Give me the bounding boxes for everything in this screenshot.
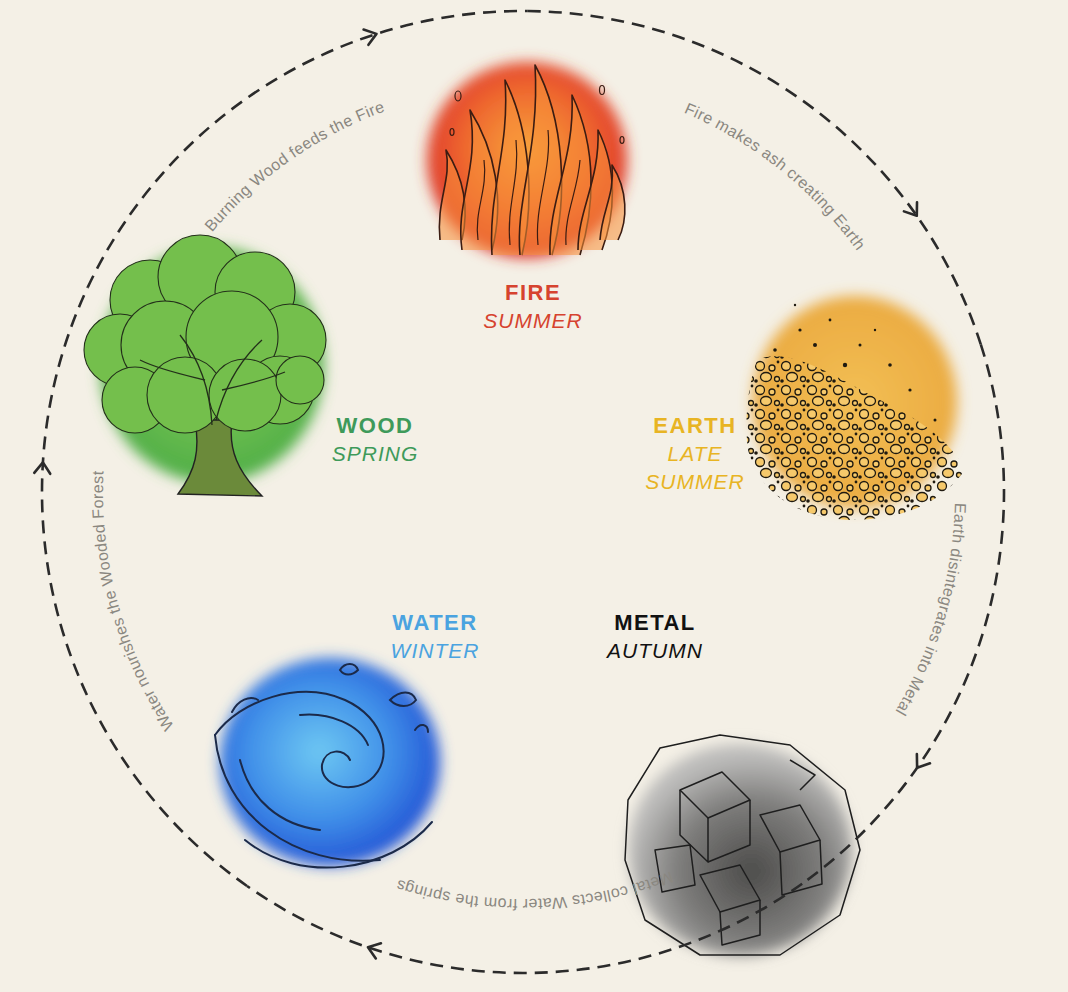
element-node: WATERWINTER: [200, 605, 495, 880]
element-name: FIRE: [483, 279, 582, 307]
edge-label: Fire makes ash creating Earth: [682, 100, 868, 254]
element-label: WATERWINTER: [391, 609, 480, 665]
edge-label: Water nourishes the Wooded Forest: [89, 470, 177, 734]
dashed-arc: [88, 11, 528, 287]
fire-illustration: [427, 62, 627, 258]
dashed-arc: [802, 344, 1004, 883]
edge-label: Burning Wood feeds the Fire: [201, 98, 386, 235]
arrow-head: [917, 754, 930, 768]
element-name: METAL: [607, 609, 703, 637]
cycle-arrow: [802, 344, 1004, 883]
season-name: LATE SUMMER: [635, 440, 755, 496]
dashed-arc: [528, 11, 981, 344]
earth-illustration: [740, 296, 970, 525]
element-label: METALAUTUMN: [607, 609, 703, 665]
arrow-head: [368, 943, 381, 958]
metal-illustration: [625, 735, 860, 956]
element-node: EARTHLATE SUMMER: [631, 285, 970, 520]
element-label: FIRESUMMER: [483, 279, 582, 335]
cycle-arrow: [34, 287, 247, 886]
element-label: WOODSPRING: [332, 412, 419, 468]
season-name: SPRING: [332, 440, 419, 468]
water-illustration: [215, 658, 440, 868]
edge-label: Metal collects Water from the springs: [394, 869, 676, 913]
edge-label: Earth disintegrates into Metal: [892, 503, 969, 719]
cycle-arrow: [528, 11, 981, 344]
element-name: WOOD: [332, 412, 419, 440]
season-name: AUTUMN: [607, 637, 703, 665]
element-name: EARTH: [635, 412, 755, 440]
element-label: EARTHLATE SUMMER: [635, 412, 755, 496]
arrow-head: [364, 30, 377, 45]
arrow-head: [34, 462, 50, 473]
element-node: METALAUTUMN: [595, 605, 870, 967]
element-name: WATER: [391, 609, 480, 637]
dashed-arc: [42, 287, 247, 886]
wood-illustration: [84, 235, 326, 496]
arrow-head: [904, 202, 917, 216]
element-node: FIRESUMMER: [412, 45, 640, 340]
element-node: WOODSPRING: [80, 232, 430, 500]
season-name: SUMMER: [483, 307, 582, 335]
cycle-arrow: [88, 11, 528, 287]
season-name: WINTER: [391, 637, 480, 665]
